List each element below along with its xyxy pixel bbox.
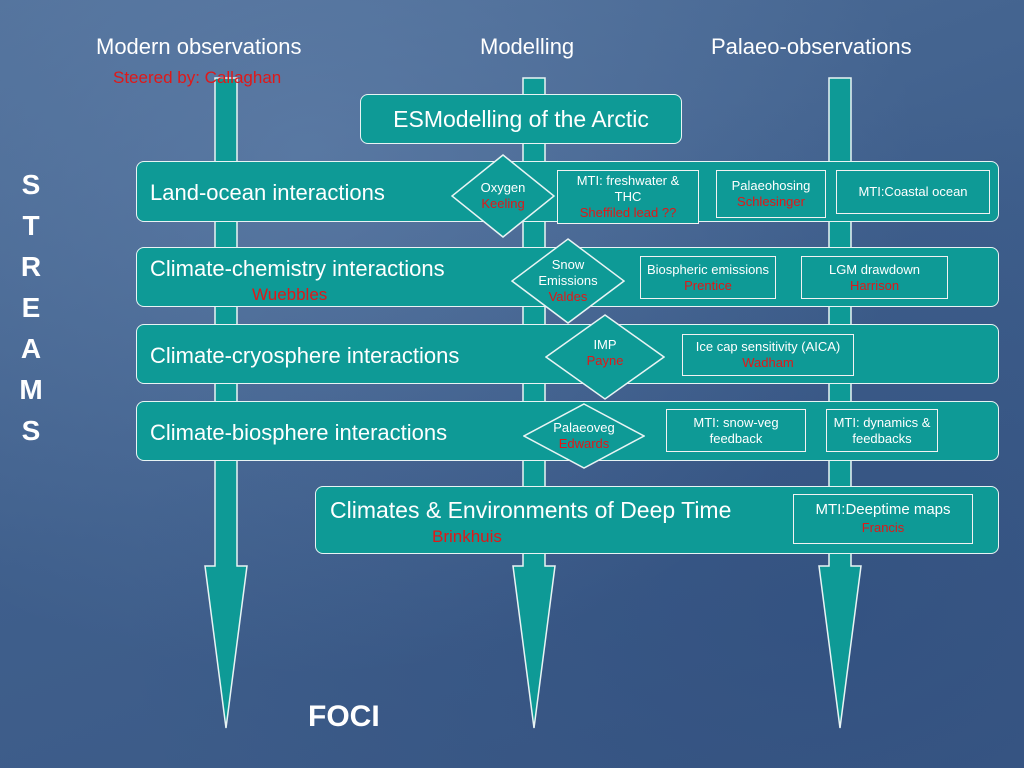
diamond-label: IMP — [593, 337, 617, 352]
box-mti-deeptime-maps: MTI:Deeptime maps Francis — [793, 494, 973, 544]
diamond-palaeoveg: Palaeoveg Edwards — [522, 403, 646, 469]
band-title: Climate-biosphere interactions — [150, 420, 448, 445]
band-title: Climate-chemistry interactions — [150, 256, 445, 281]
band-lead: Brinkhuis — [432, 527, 502, 546]
esmodelling-box: ESModelling of the Arctic — [360, 94, 682, 144]
diamond-lead: Keeling — [481, 196, 525, 211]
column-header-modern-observations: Modern observations — [96, 34, 302, 59]
box-mti-coastal-ocean: MTI:Coastal ocean — [836, 170, 990, 214]
box-label: Biospheric emissions — [646, 261, 770, 277]
streams-letter: R — [20, 251, 42, 282]
box-label: MTI: snow-veg feedback — [693, 414, 779, 446]
streams-vertical-label: S T R E A M S — [18, 164, 44, 451]
box-mti-dynamics: MTI: dynamics & feedbacks — [826, 409, 938, 452]
box-mti-freshwater: MTI: freshwater & THC Sheffiled lead ?? — [557, 170, 699, 224]
streams-letter: E — [21, 292, 41, 323]
band-title: Climate-cryosphere interactions — [150, 343, 460, 368]
band-title: Climates & Environments of Deep Time — [330, 497, 732, 523]
box-label: MTI: freshwater & THC — [576, 173, 680, 204]
streams-letter: S — [21, 169, 41, 200]
steered-by-label: Steered by: Callaghan — [113, 68, 282, 87]
column-header-modelling: Modelling — [480, 34, 575, 59]
box-label: Ice cap sensitivity (AICA) — [695, 339, 841, 354]
band-lead: Wuebbles — [252, 285, 328, 304]
streams-letter: A — [20, 333, 42, 364]
box-mti-snow-veg: MTI: snow-veg feedback — [666, 409, 806, 452]
box-lead: Schlesinger — [737, 194, 805, 209]
diamond-label: Palaeoveg — [553, 420, 615, 435]
box-ice-cap-sensitivity: Ice cap sensitivity (AICA) Wadham — [682, 334, 854, 376]
diamond-label: Emissions — [538, 273, 598, 288]
column-header-palaeo-observations: Palaeo-observations — [711, 34, 912, 59]
diamond-imp: IMP Payne — [544, 314, 666, 400]
box-label: MTI: dynamics & feedbacks — [833, 414, 931, 446]
box-lead: Francis — [861, 520, 905, 535]
box-label: Palaeohosing — [731, 178, 811, 193]
band-title: Land-ocean interactions — [150, 180, 385, 205]
box-lead: Prentice — [684, 277, 732, 293]
diamond-label: Oxygen — [480, 180, 526, 195]
box-palaeohosing: Palaeohosing Schlesinger — [716, 170, 826, 218]
diamond-lead: Payne — [586, 353, 624, 368]
diamond-oxygen: Oxygen Keeling — [450, 154, 556, 238]
streams-letter: M — [19, 374, 43, 405]
streams-letter: T — [22, 210, 40, 241]
box-lead: Harrison — [849, 277, 900, 293]
box-label: MTI:Deeptime maps — [815, 501, 951, 518]
box-lead: Wadham — [742, 355, 794, 370]
box-label: LGM drawdown — [828, 261, 921, 277]
box-lead: Sheffiled lead ?? — [579, 205, 677, 220]
foci-label: FOCI — [308, 700, 380, 733]
box-biospheric-emissions: Biospheric emissions Prentice — [640, 256, 776, 299]
box-lgm-drawdown: LGM drawdown Harrison — [801, 256, 948, 299]
box-label: MTI:Coastal ocean — [858, 184, 968, 199]
diamond-lead: Valdes — [548, 289, 588, 304]
diamond-label: Snow — [551, 257, 585, 272]
streams-letter: S — [21, 415, 41, 446]
diamond-snow-emissions: Snow Emissions Valdes — [510, 238, 626, 324]
diamond-lead: Edwards — [558, 436, 610, 451]
